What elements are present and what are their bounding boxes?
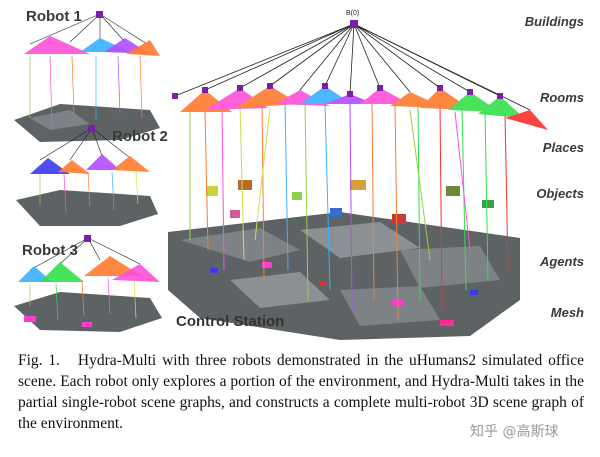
robot3-graph: [14, 235, 162, 332]
layer-label-objects: Objects: [536, 186, 584, 201]
main-room-fans: [180, 86, 548, 130]
building-root-node: [350, 20, 358, 28]
robot-3-label: Robot 3: [22, 242, 78, 259]
layer-label-rooms: Rooms: [539, 90, 584, 105]
layer-label-places: Places: [542, 140, 584, 155]
control-station-label: Control Station: [176, 313, 285, 330]
robot-1-label: Robot 1: [26, 8, 82, 25]
scene-graph-illustration: [14, 11, 548, 340]
main-objects: [206, 180, 494, 224]
main-places: [189, 99, 509, 321]
robot1-graph: [14, 11, 160, 142]
watermark: 知乎 @高斯球: [470, 424, 559, 440]
room-nodes: [172, 83, 503, 99]
scene-graph-figure: Robot 1 Robot 2 Robot 3 B(0) Buildings R…: [14, 8, 584, 340]
layer-label-mesh: Mesh: [550, 305, 584, 320]
robot-2-label: Robot 2: [112, 128, 168, 145]
figure-caption: Fig. 1. Hydra-Multi with three robots de…: [18, 350, 584, 434]
caption-text: Hydra-Multi with three robots demonstrat…: [18, 352, 584, 432]
main-mesh: [168, 212, 520, 340]
robot2-graph: [16, 125, 158, 226]
layer-label-agents: Agents: [539, 254, 584, 269]
caption-fig-label: Fig. 1.: [18, 352, 61, 369]
layer-label-buildings: Buildings: [524, 14, 584, 29]
building-root-label: B(0): [346, 10, 360, 17]
